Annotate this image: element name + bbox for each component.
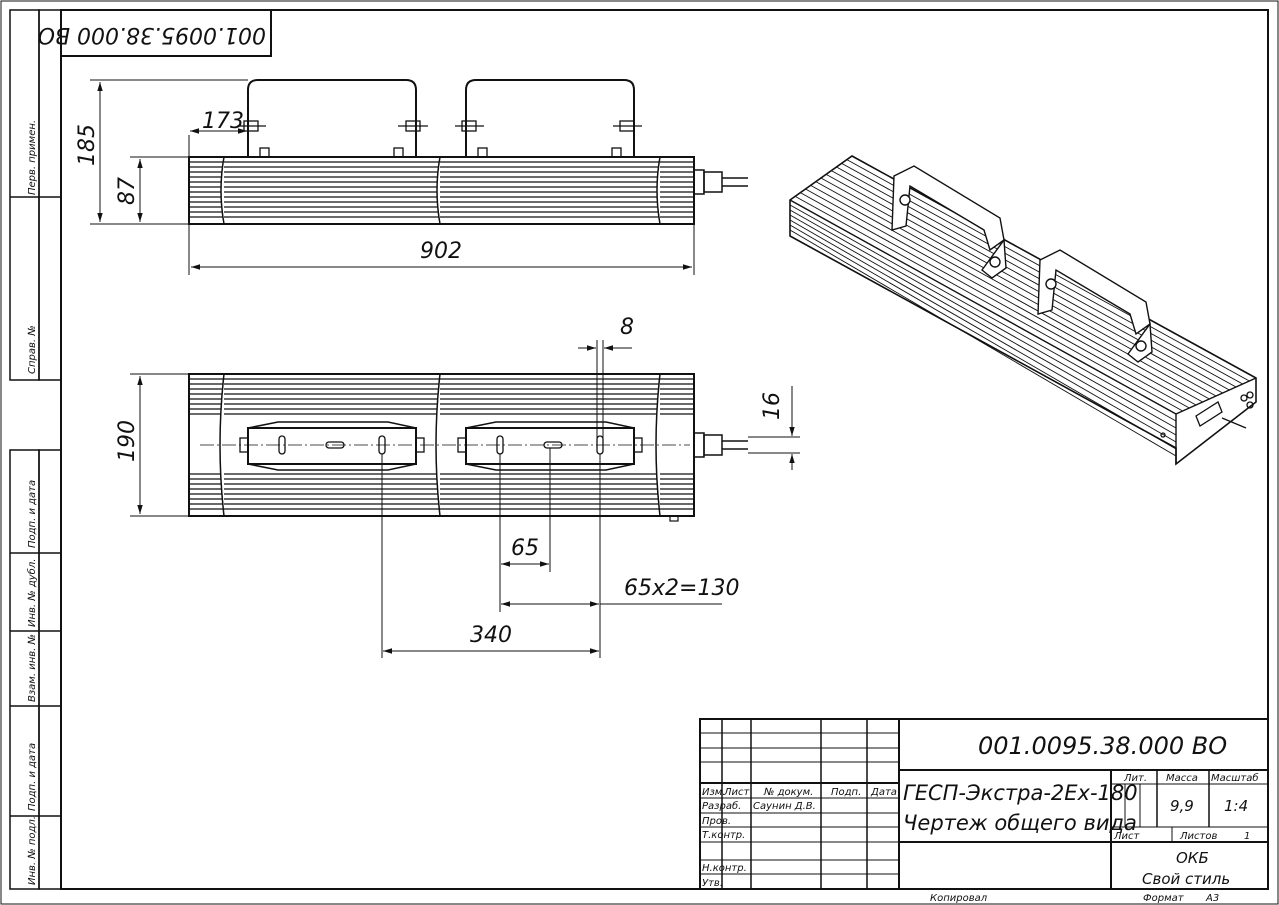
side-label-sprav: Справ. № — [27, 325, 38, 374]
dim-340: 340 — [470, 623, 512, 648]
side-strip: Перв. примен. Справ. № Подп. и дата Инв.… — [9, 9, 62, 890]
top-view — [188, 79, 748, 225]
dim-16: 16 — [760, 392, 785, 420]
tb-format-value: А3 — [1205, 893, 1219, 904]
dim-190: 190 — [115, 420, 140, 462]
heatsink-fin-line — [789, 219, 1177, 443]
tb-razrab: Разраб. — [702, 800, 741, 812]
tb-utv: Утв. — [702, 878, 723, 889]
tb-podp: Подп. — [831, 787, 861, 798]
heatsink-fin-line — [805, 188, 1197, 406]
tb-razrab-name: Саунин Д.В. — [753, 801, 816, 812]
tb-massa-value: 9,9 — [1170, 797, 1194, 815]
bottom-view-dimensions — [130, 340, 800, 658]
top-view-dimensions — [90, 79, 695, 275]
heatsink-fin-line — [789, 204, 1177, 422]
side-label-inv-podl: Инв. № подл. — [27, 816, 38, 885]
heatsink-fin-line — [810, 184, 1203, 403]
tb-nkontr: Н.контр. — [702, 863, 747, 874]
tb-org-line2: Свой стиль — [1142, 870, 1230, 888]
side-label-vzam-inv: Взам. инв. № — [27, 634, 38, 702]
tb-format: Формат — [1143, 893, 1185, 904]
bottom-view — [188, 373, 748, 522]
tb-prov: Пров. — [702, 816, 731, 827]
title-product-name: ГЕСП-Экстра-2Ex-180 — [903, 781, 1138, 805]
tb-list: Лист — [723, 787, 751, 798]
dim-65: 65 — [511, 536, 539, 561]
heatsink-fin-line — [800, 192, 1190, 409]
isometric-view — [789, 155, 1257, 466]
side-label-podp-data-2: Подп. и дата — [27, 743, 38, 811]
dim-8: 8 — [620, 315, 634, 340]
tb-kopiroval: Копировал — [930, 893, 988, 904]
tb-n-dokum: № докум. — [763, 787, 813, 798]
tb-data: Дата — [870, 787, 897, 798]
tb-massa: Масса — [1166, 773, 1198, 784]
dim-173: 173 — [202, 109, 244, 134]
title-document-title: Чертеж общего вида — [903, 811, 1137, 835]
tb-masshtab: Масштаб — [1211, 772, 1259, 784]
heatsink-fin-line — [789, 209, 1177, 429]
dim-185: 185 — [75, 124, 100, 166]
dim-902: 902 — [420, 239, 462, 264]
dim-65x2: 65x2=130 — [624, 576, 739, 601]
side-label-perv-primen: Перв. примен. — [27, 120, 38, 195]
heatsink-fin-line — [794, 195, 1183, 412]
tb-tkontr: Т.контр. — [702, 830, 745, 841]
title-block — [699, 718, 1269, 890]
heatsink-fin-line — [815, 181, 1210, 400]
tb-izm: Изм. — [702, 787, 726, 798]
heatsink-fin-line — [789, 224, 1177, 450]
side-label-inv-dubl: Инв. № дубл. — [26, 559, 38, 627]
tb-masshtab-value: 1:4 — [1224, 797, 1248, 815]
tb-org-line1: ОКБ — [1176, 849, 1209, 867]
doc-number-rotated: 001.0095.38.000 ВО — [38, 22, 266, 47]
side-label-podp-data-1: Подп. и дата — [27, 480, 38, 548]
heatsink-fin-line — [789, 229, 1177, 457]
doc-number-box: 001.0095.38.000 ВО — [38, 9, 272, 57]
tb-listov-label: Листов — [1179, 831, 1217, 842]
tb-lit: Лит. — [1123, 773, 1147, 784]
tb-list-label: Лист — [1113, 831, 1141, 842]
heatsink-fin-line — [789, 214, 1177, 436]
dim-87: 87 — [115, 177, 140, 205]
tb-listov-value: 1 — [1244, 831, 1250, 842]
title-drawing-number: 001.0095.38.000 ВО — [978, 732, 1227, 760]
heatsink-fin-line — [820, 177, 1217, 397]
